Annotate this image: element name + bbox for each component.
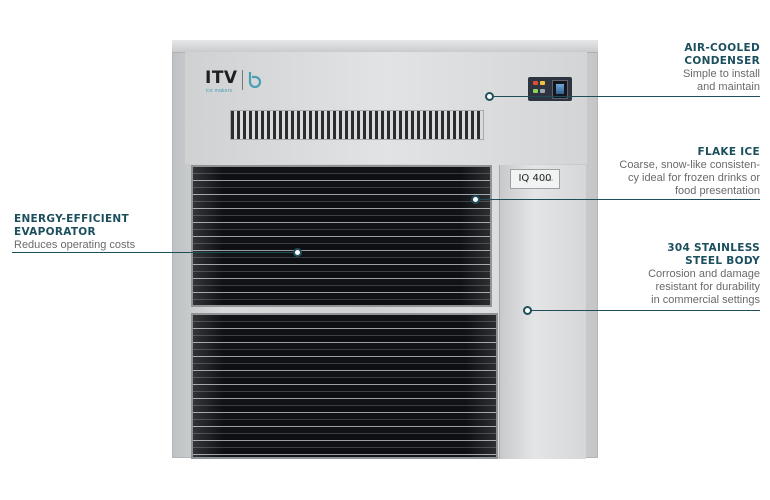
top-vent [230, 110, 484, 140]
condenser-leader-line [490, 96, 760, 97]
model-badge: IQ 400 cuber [510, 169, 560, 189]
condenser-desc-1: Simple to install [682, 68, 760, 80]
evaporator-grille-lower [191, 313, 498, 459]
steel-body-title-1: 304 STAINLESS [667, 242, 760, 254]
flake-ice-desc-3: food presentation [674, 185, 760, 197]
condenser-marker-icon [485, 92, 494, 101]
control-display-icon [552, 80, 568, 99]
model-label: IQ 400 [518, 173, 552, 184]
status-led-icon [533, 89, 538, 93]
evaporator-marker-icon [293, 248, 302, 257]
ice-maker-machine: ITV ice makers IQ 400 cuber [172, 40, 598, 459]
condenser-desc-2: and maintain [697, 81, 760, 93]
flake-ice-marker-icon [471, 195, 480, 204]
side-door-panel: IQ 400 cuber [499, 165, 586, 459]
evaporator-title-1: ENERGY-EFFICIENT [14, 213, 129, 225]
callout-steel-body: 304 STAINLESS STEEL BODY Corrosion and d… [648, 242, 760, 307]
brand-name: ITV [205, 68, 238, 88]
logo-divider [241, 70, 243, 90]
condenser-title-2: CONDENSER [684, 55, 760, 67]
evaporator-leader-line [12, 252, 298, 253]
status-led-icon [533, 81, 538, 85]
brand-mark-icon [247, 70, 263, 89]
flake-ice-desc-1: Coarse, snow-like consisten- [619, 159, 760, 171]
control-panel [528, 77, 572, 101]
status-led-icon [540, 81, 545, 85]
callout-condenser: AIR-COOLED CONDENSER Simple to install a… [683, 42, 760, 94]
evaporator-desc-1: Reduces operating costs [14, 239, 136, 251]
evaporator-grille-upper [191, 165, 492, 307]
brand-logo: ITV ice makers [205, 68, 263, 94]
machine-upper-panel: ITV ice makers [185, 52, 587, 164]
steel-body-desc-1: Corrosion and damage [648, 268, 760, 280]
condenser-title-1: AIR-COOLED [684, 42, 760, 54]
steel-body-desc-3: in commercial settings [651, 294, 760, 306]
flake-ice-title: FLAKE ICE [697, 146, 760, 158]
callout-flake-ice: FLAKE ICE Coarse, snow-like consisten- c… [619, 146, 760, 198]
status-led-icon [540, 89, 545, 93]
flake-ice-leader-line [476, 199, 760, 200]
brand-subtitle: ice makers [206, 88, 233, 94]
model-sublabel: cuber [544, 178, 553, 182]
body-leader-line [528, 310, 760, 311]
callout-evaporator: ENERGY-EFFICIENT EVAPORATOR Reduces oper… [14, 213, 135, 252]
steel-body-title-2: STEEL BODY [685, 255, 760, 267]
body-marker-icon [523, 306, 532, 315]
flake-ice-desc-2: cy ideal for frozen drinks or [627, 172, 760, 184]
evaporator-title-2: EVAPORATOR [14, 226, 96, 238]
steel-body-desc-2: resistant for durability [655, 281, 760, 293]
